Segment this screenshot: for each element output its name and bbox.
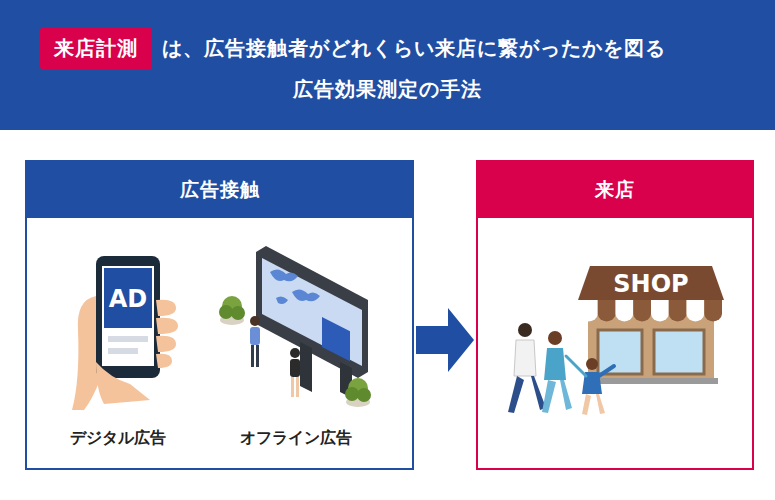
panel-title: 来店	[595, 177, 635, 203]
caption-label: デジタル広告	[70, 428, 166, 449]
badge-text: 来店計測	[54, 35, 138, 62]
awning-stripe	[616, 300, 634, 321]
heading-text: は、広告接触者がどれくらい来店に繋がったかを図る	[162, 35, 666, 62]
family-illustration	[508, 323, 614, 415]
shop-illustration	[578, 266, 724, 384]
billboard-illustration	[219, 246, 371, 407]
awning-stripe	[669, 300, 687, 321]
ad-label: AD	[109, 285, 148, 313]
awning-stripe	[687, 300, 705, 321]
phone-illustration	[72, 256, 178, 410]
awning-stripe	[580, 300, 598, 321]
awning-stripe	[651, 300, 669, 321]
title-badge: 来店計測	[40, 28, 152, 69]
block-arrow	[416, 308, 474, 372]
awning-stripe	[704, 300, 722, 321]
process-panel: 来店	[476, 160, 754, 470]
process-panel: 広告接触	[25, 160, 414, 470]
heading-text: 広告効果測定の手法	[293, 76, 482, 103]
shop-sign: SHOP	[613, 270, 688, 298]
caption-label: オフライン広告	[240, 428, 352, 449]
header-band: は、広告接触者がどれくらい来店に繋がったかを図る広告効果測定の手法 来店計測	[0, 0, 775, 130]
panel-title: 広告接触	[180, 177, 260, 203]
awning-stripe	[633, 300, 651, 321]
awning-stripe	[598, 300, 616, 321]
